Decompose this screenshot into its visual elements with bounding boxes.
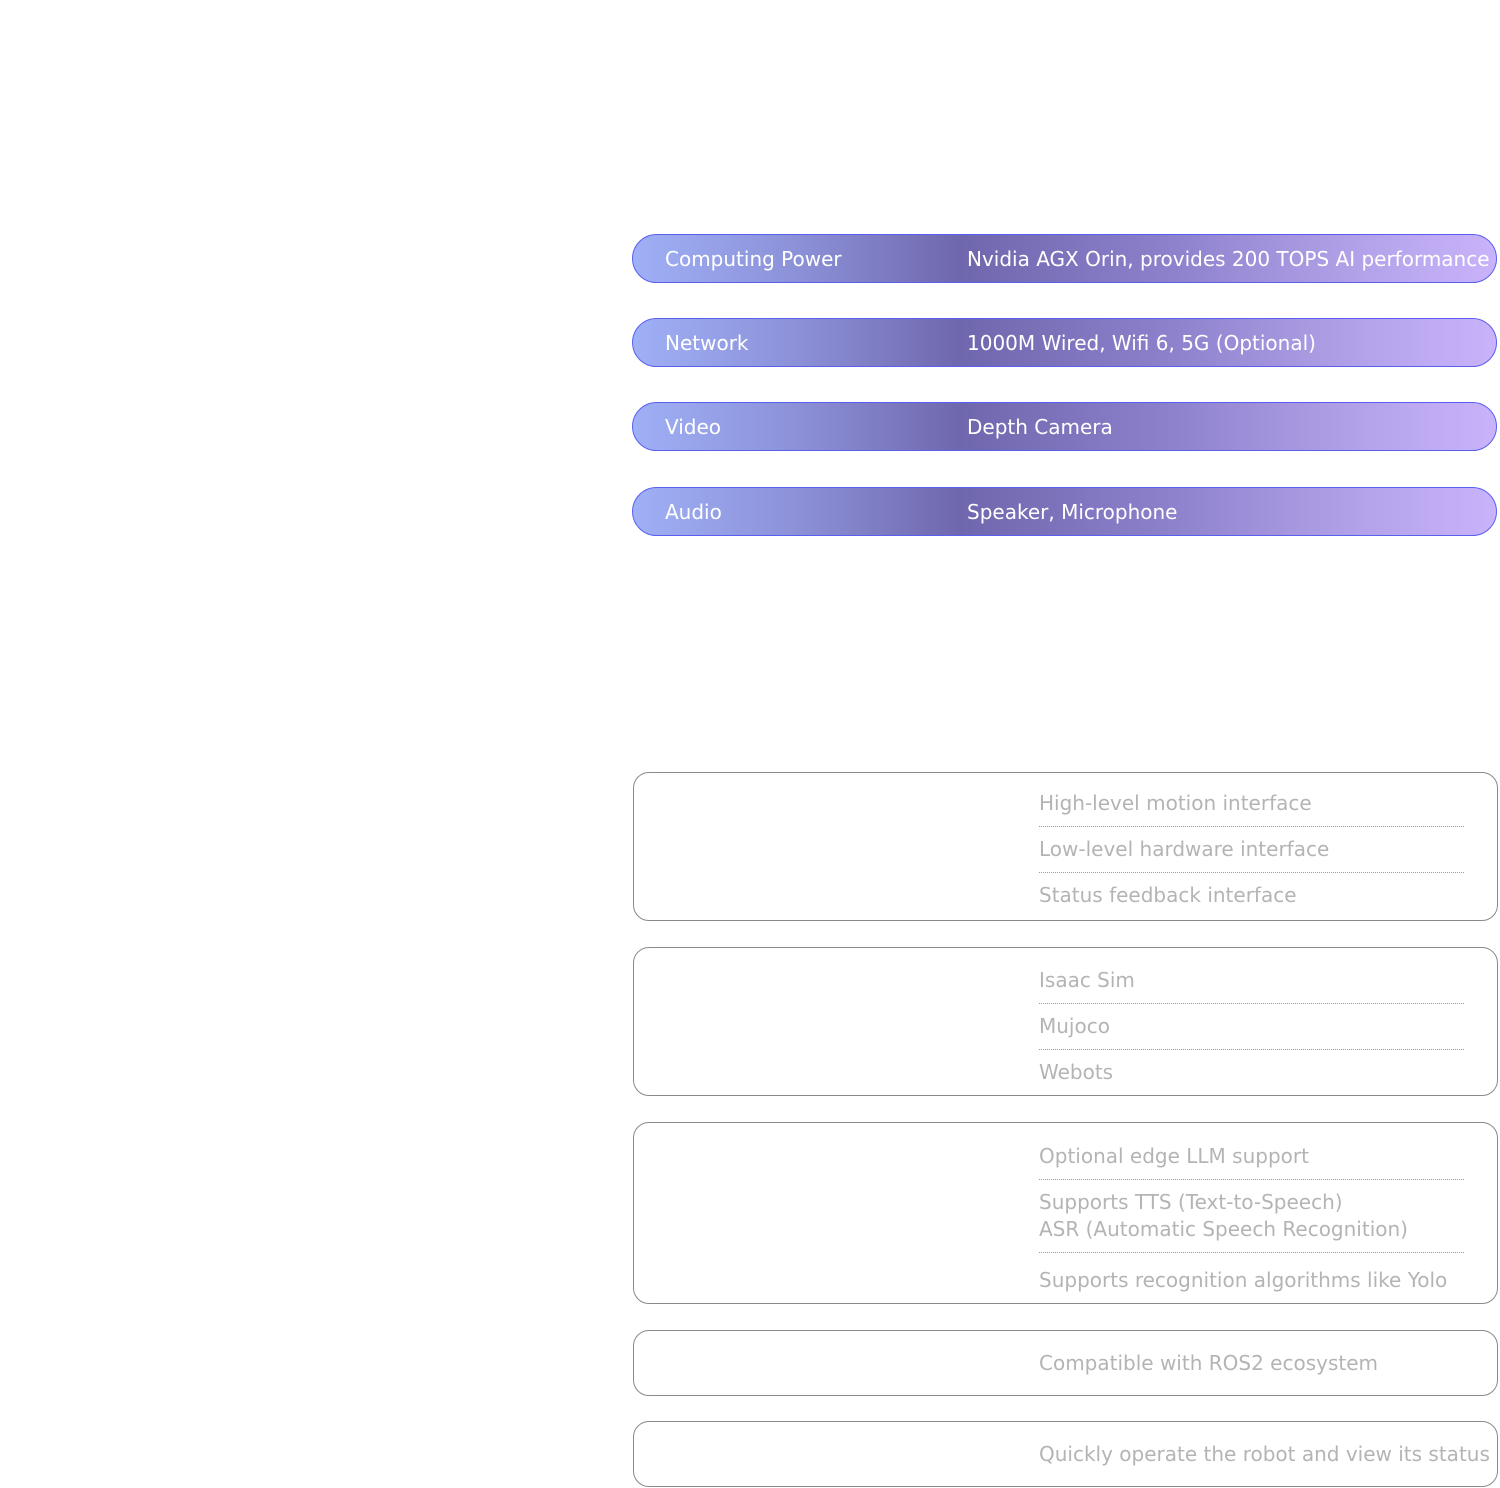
list-item: Status feedback interface [1039,883,1297,907]
feature-card-ai: Optional edge LLM support Supports TTS (… [633,1122,1498,1304]
feature-card-app: Quickly operate the robot and view its s… [633,1421,1498,1487]
divider [1039,872,1464,873]
feature-list: Compatible with ROS2 ecosystem [1039,1350,1464,1377]
spec-value: 1000M Wired, Wifi 6, 5G (Optional) [967,331,1316,355]
spec-label: Video [665,415,722,439]
list-item: ASR (Automatic Speech Recognition) [1039,1217,1408,1241]
list-item: Compatible with ROS2 ecosystem [1039,1351,1378,1375]
list-item: Optional edge LLM support [1039,1144,1309,1168]
spec-label: Computing Power [665,247,842,271]
list-item: Isaac Sim [1039,968,1135,992]
feature-card-ros2: Compatible with ROS2 ecosystem [633,1330,1498,1396]
list-item: Mujoco [1039,1014,1110,1038]
divider [1039,1003,1464,1004]
feature-list: Quickly operate the robot and view its s… [1039,1441,1490,1468]
spec-row-network: Network 1000M Wired, Wifi 6, 5G (Optiona… [632,318,1497,367]
list-item: Supports recognition algorithms like Yol… [1039,1268,1448,1292]
spec-row-audio: Audio Speaker, Microphone [632,487,1497,536]
divider [1039,1252,1464,1253]
feature-list: High-level motion interface Low-level ha… [1039,790,1464,909]
spec-value: Speaker, Microphone [967,500,1178,524]
spec-value: Depth Camera [967,415,1113,439]
list-item: Supports TTS (Text-to-Speech) [1039,1190,1343,1214]
list-item: Low-level hardware interface [1039,837,1330,861]
feature-list: Isaac Sim Mujoco Webots [1039,967,1464,1086]
list-item: Quickly operate the robot and view its s… [1039,1442,1490,1466]
spec-row-computing-power: Computing Power Nvidia AGX Orin, provide… [632,234,1497,283]
divider [1039,1179,1464,1180]
spec-label: Network [665,331,749,355]
list-item: Webots [1039,1060,1114,1084]
spec-row-video: Video Depth Camera [632,402,1497,451]
spec-value: Nvidia AGX Orin, provides 200 TOPS AI pe… [967,247,1490,271]
divider [1039,1049,1464,1050]
spec-label: Audio [665,500,722,524]
feature-card-interfaces: High-level motion interface Low-level ha… [633,772,1498,921]
list-item: High-level motion interface [1039,791,1312,815]
feature-card-simulators: Isaac Sim Mujoco Webots [633,947,1498,1096]
divider [1039,826,1464,827]
feature-list: Optional edge LLM support Supports TTS (… [1039,1143,1464,1294]
